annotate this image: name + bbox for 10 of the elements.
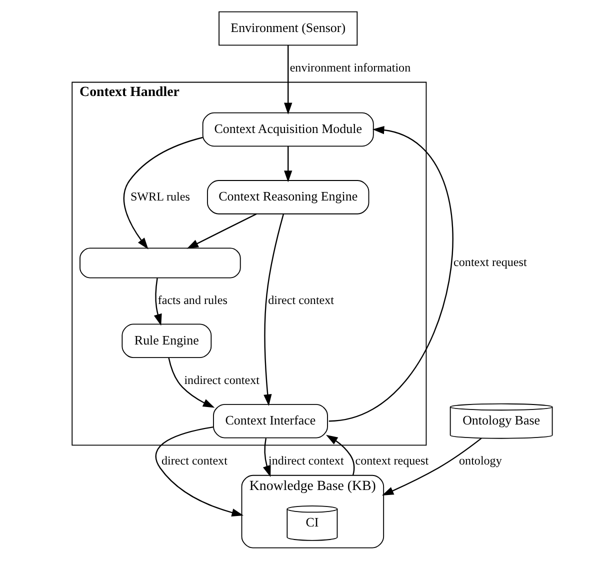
edge-label: context request <box>354 454 428 468</box>
edge-label: ontology <box>458 454 502 468</box>
edge-label: SWRL rules <box>130 189 190 204</box>
edge-label: direct context <box>268 293 334 308</box>
edge-label: indirect context <box>184 372 259 387</box>
edge-label: context request <box>453 255 526 270</box>
edge-label: direct context <box>161 454 227 468</box>
edge-label: indirect context <box>268 454 344 468</box>
edge-label: environment information <box>289 60 410 74</box>
edge-label: facts and rules <box>157 293 227 308</box>
